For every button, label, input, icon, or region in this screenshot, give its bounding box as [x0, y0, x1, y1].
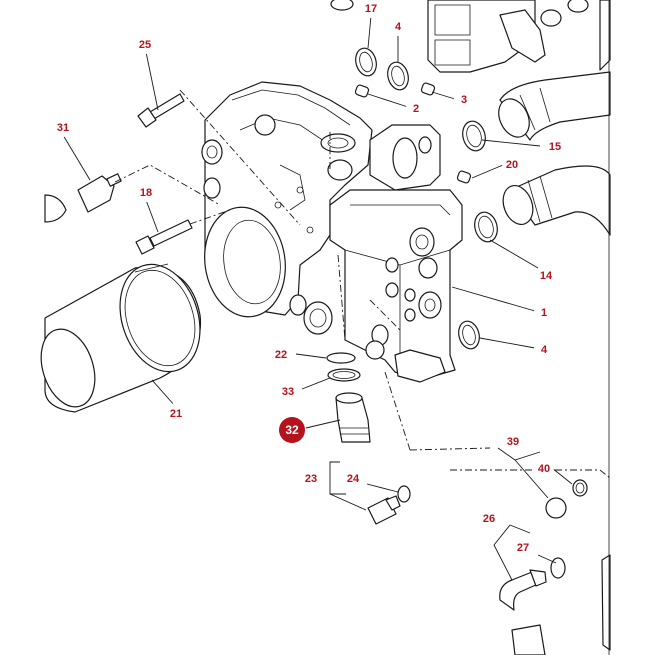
svg-text:27: 27 — [517, 542, 529, 554]
callout-1: 1 — [534, 302, 554, 322]
svg-text:40: 40 — [538, 463, 550, 475]
callout-23: 23 — [301, 468, 321, 488]
main-housing — [201, 81, 463, 383]
svg-text:17: 17 — [365, 3, 377, 15]
callout-2: 2 — [406, 98, 426, 118]
callout-4-lower: 4 — [534, 339, 554, 359]
plug-3 — [420, 82, 436, 96]
svg-text:33: 33 — [282, 386, 294, 398]
svg-text:31: 31 — [57, 122, 69, 134]
fitting-right-edge — [601, 554, 611, 651]
callout-40: 40 — [534, 458, 554, 478]
bolt-18 — [135, 219, 193, 255]
callout-21: 21 — [166, 403, 186, 423]
callout-18: 18 — [136, 182, 156, 202]
callout-15: 15 — [545, 136, 565, 156]
svg-text:20: 20 — [506, 159, 518, 171]
pump-assembly — [427, 0, 611, 73]
o-ring-17 — [355, 47, 377, 77]
callout-17: 17 — [361, 0, 381, 18]
callout-33: 33 — [278, 381, 298, 401]
plug-40 — [545, 479, 588, 519]
hose-lower — [502, 165, 611, 236]
svg-text:23: 23 — [305, 473, 317, 485]
svg-text:14: 14 — [540, 270, 553, 282]
svg-text:22: 22 — [275, 349, 287, 361]
svg-text:32: 32 — [285, 423, 299, 437]
svg-text:25: 25 — [139, 39, 151, 51]
filter-insert-32 — [335, 392, 371, 443]
plug-20 — [456, 170, 472, 184]
svg-text:1: 1 — [541, 307, 547, 319]
callout-14: 14 — [536, 265, 556, 285]
fitting-23 — [367, 495, 401, 525]
callout-26: 26 — [479, 508, 499, 528]
callout-20: 20 — [502, 154, 522, 174]
sensor-31 — [44, 173, 122, 223]
o-ring-4-lower — [458, 320, 480, 350]
callout-22: 22 — [271, 344, 291, 364]
o-ring-33 — [327, 368, 361, 382]
svg-text:3: 3 — [461, 94, 467, 106]
assembly-lines — [114, 89, 611, 479]
svg-text:2: 2 — [413, 103, 419, 115]
svg-text:4: 4 — [395, 21, 402, 33]
o-ring-15 — [462, 120, 486, 152]
cap-top — [330, 0, 354, 11]
elbow-fitting-26 — [499, 557, 566, 655]
hose-upper — [498, 71, 611, 141]
callout-32-highlighted: 32 — [279, 417, 305, 443]
bolt-25 — [137, 93, 185, 128]
svg-text:39: 39 — [507, 436, 519, 448]
svg-text:24: 24 — [347, 473, 360, 485]
filter-canister — [40, 263, 202, 413]
callout-3: 3 — [454, 89, 474, 109]
svg-text:21: 21 — [170, 408, 182, 420]
o-ring-22 — [326, 352, 356, 364]
plug-2 — [354, 84, 370, 98]
washer-24 — [397, 485, 411, 503]
svg-text:26: 26 — [483, 513, 495, 525]
callout-27: 27 — [513, 537, 533, 557]
callout-24: 24 — [343, 468, 363, 488]
svg-text:18: 18 — [140, 187, 152, 199]
callout-25: 25 — [135, 34, 155, 54]
callout-39: 39 — [503, 431, 523, 451]
o-ring-4-upper — [387, 61, 409, 91]
leader-lines — [62, 15, 573, 581]
o-ring-14 — [474, 211, 498, 243]
svg-text:15: 15 — [549, 141, 561, 153]
callout-4-top: 4 — [388, 16, 408, 36]
callout-31: 31 — [53, 117, 73, 137]
svg-text:4: 4 — [541, 344, 548, 356]
